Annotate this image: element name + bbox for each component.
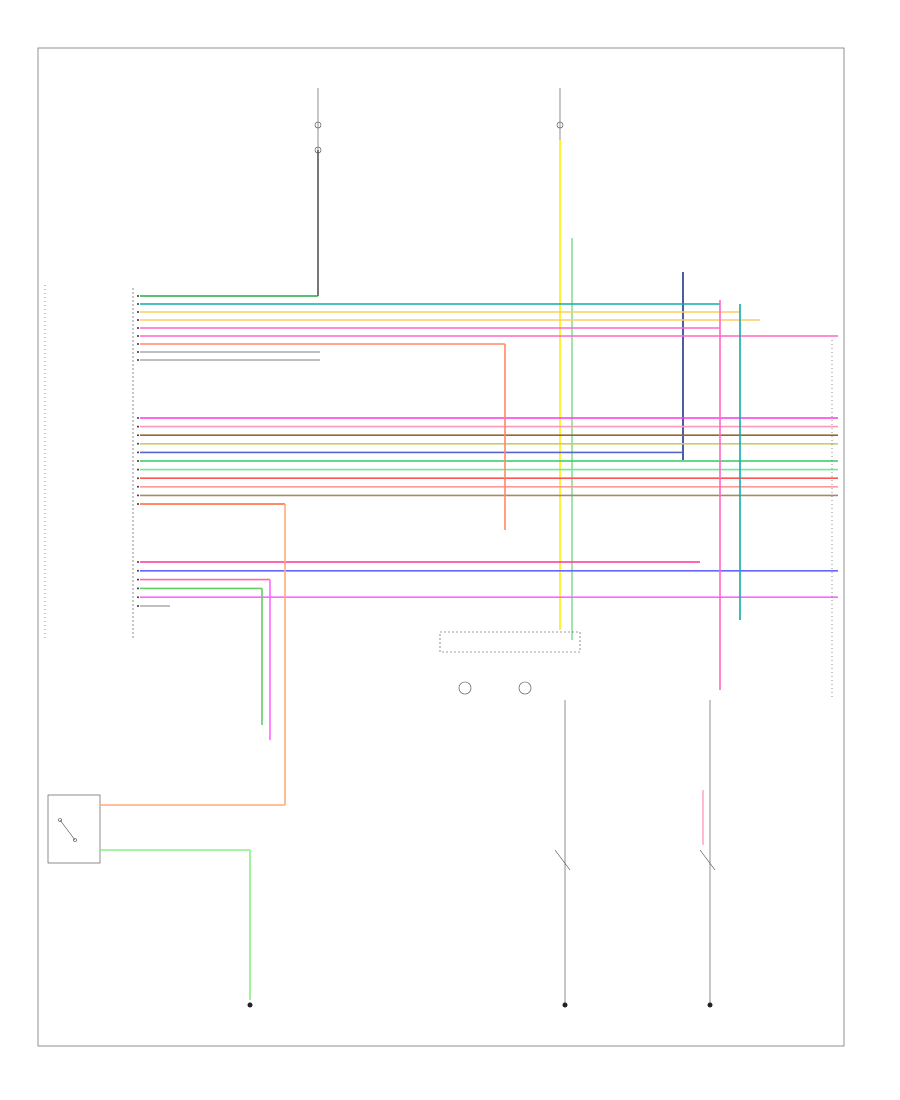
ground-center (562, 1002, 568, 1008)
pin-marker-12 (137, 434, 139, 437)
pin-marker-17 (137, 477, 139, 480)
pin-marker-1 (137, 295, 139, 297)
pin-marker-21 (137, 561, 139, 563)
fuse-hot-in-run (556, 88, 564, 140)
pin-marker-6 (137, 335, 139, 337)
switch-right (699, 700, 716, 1005)
diagram-frame (37, 47, 845, 1047)
ground-left (247, 1002, 253, 1008)
pin-marker-19 (137, 494, 139, 497)
pin-marker-13 (137, 442, 139, 445)
pin-marker-11 (137, 425, 139, 428)
switch-center (554, 700, 571, 1005)
pin-marker-9 (137, 359, 139, 361)
pin-marker-18 (137, 485, 139, 488)
ground-right (707, 1002, 713, 1008)
pin-marker-16 (137, 468, 139, 471)
pcm-module (44, 285, 134, 640)
center-connector (439, 631, 581, 695)
pin-marker-5 (137, 327, 139, 329)
pin-marker-26 (137, 605, 139, 607)
pin-marker-2 (137, 303, 139, 305)
fuse-hot-at-all-times (314, 88, 322, 154)
pin-marker-14 (137, 451, 139, 454)
pin-marker-3 (137, 311, 139, 313)
pcm-pins (137, 295, 139, 607)
pin-marker-24 (137, 587, 139, 590)
pin-marker-10 (137, 417, 139, 419)
pin-marker-4 (137, 319, 139, 321)
pin-marker-25 (137, 596, 139, 599)
pin-marker-23 (137, 578, 139, 581)
pin-marker-8 (137, 351, 139, 353)
pin-marker-20 (137, 503, 139, 505)
pin-marker-22 (137, 569, 139, 572)
pin-marker-15 (137, 460, 139, 462)
wire-runs (140, 295, 838, 805)
pin-marker-7 (137, 343, 139, 345)
switch-left (47, 794, 285, 1000)
